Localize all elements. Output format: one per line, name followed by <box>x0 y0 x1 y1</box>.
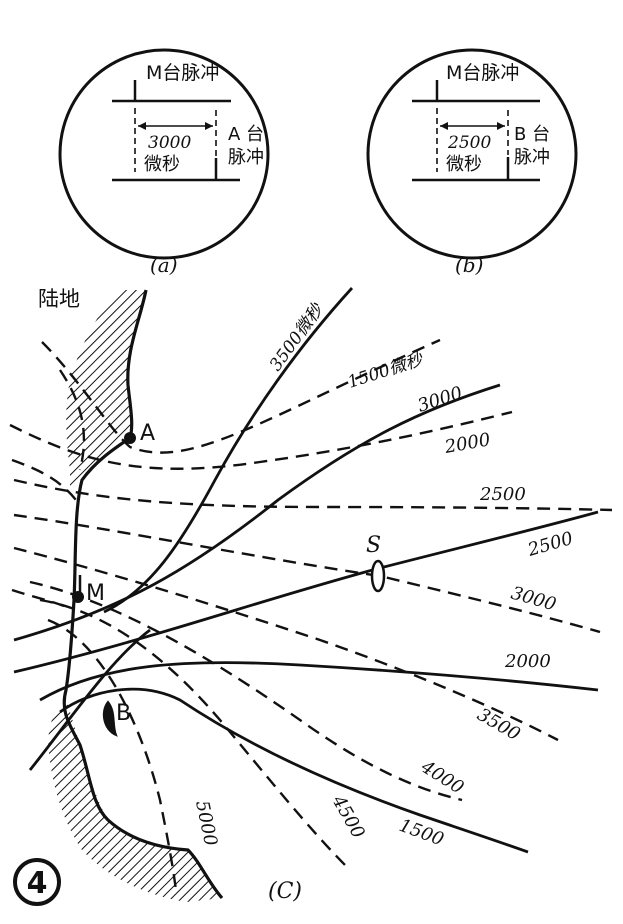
dashed-line-outer-2 <box>11 458 77 501</box>
solid-line-2500 <box>13 510 599 674</box>
dashed-line-3000 <box>13 513 601 634</box>
scope-b-caption: (b) <box>455 253 483 277</box>
scope-a-panel: M台脉冲 3000 微秒 A 台 脉冲 (a) <box>58 48 270 277</box>
scope-b-top-label: M台脉冲 <box>446 62 519 84</box>
figure-number-circle <box>13 858 61 906</box>
scope-a-arrowhead-left <box>138 122 146 130</box>
land-lower-hatch <box>48 700 222 902</box>
land-upper-hatch <box>66 290 146 490</box>
map-panel: 陆地 A M B S 3500微秒 3000 2500 2000 1500 15… <box>9 287 613 904</box>
scope-a-arrowhead-right <box>205 122 213 130</box>
dashed-label-2500: 2500 <box>479 484 526 505</box>
scope-b-arrowhead-right <box>497 122 505 130</box>
dashed-label-4000: 4000 <box>417 756 468 799</box>
figure-number: 4 <box>27 866 48 901</box>
dashed-line-4500 <box>39 598 349 869</box>
scope-b-panel: M台脉冲 2500 微秒 B 台 脉冲 (b) <box>366 48 578 277</box>
solid-line-1500 <box>59 687 529 854</box>
dashed-line-outer-1 <box>59 369 86 471</box>
scope-a-caption: (a) <box>150 253 178 277</box>
dashed-line-3500 <box>13 546 559 742</box>
ship-s-marker <box>370 559 386 593</box>
station-b-label: B <box>116 701 131 726</box>
dashed-label-5000: 5000 <box>191 799 221 848</box>
station-m-marker <box>72 591 84 603</box>
dashed-label-4500: 4500 <box>327 791 369 842</box>
dashed-line-outer-3 <box>11 588 65 608</box>
solid-label-3000: 3000 <box>415 383 465 417</box>
dashed-label-2000: 2000 <box>442 429 492 458</box>
solid-line-3000 <box>13 383 501 642</box>
scope-b-screen <box>366 48 578 260</box>
scope-b-arrowhead-left <box>440 122 448 130</box>
scope-b-side-label-2: 脉冲 <box>514 147 550 168</box>
scope-a-delay-unit: 微秒 <box>144 154 180 175</box>
scope-a-side-label-2: 脉冲 <box>228 147 264 168</box>
dashed-line-2000 <box>9 410 513 470</box>
figure-number-badge: 4 <box>13 858 61 906</box>
station-a-label: A <box>140 421 155 446</box>
solid-label-2000: 2000 <box>504 651 551 672</box>
station-a-marker <box>124 432 136 444</box>
map-caption: (C) <box>268 879 302 904</box>
land-label: 陆地 <box>38 287 80 311</box>
dashed-line-5000 <box>47 618 178 891</box>
scope-a-screen <box>58 48 270 260</box>
station-b-marker <box>102 700 118 737</box>
scope-b-side-label-1: B 台 <box>514 124 550 145</box>
scope-a-side-label-1: A 台 <box>228 124 264 145</box>
solid-label-3500: 3500微秒 <box>266 300 328 375</box>
scope-b-delay-value: 2500 <box>447 133 491 153</box>
scope-b-delay-unit: 微秒 <box>446 154 482 175</box>
dashed-hyperbolas <box>9 338 613 891</box>
ship-s-label: S <box>366 533 381 558</box>
solid-label-2500: 2500 <box>525 528 576 561</box>
station-m-label: M <box>86 581 105 606</box>
scope-a-top-label: M台脉冲 <box>146 62 219 84</box>
dashed-line-4000 <box>29 580 463 802</box>
dashed-line-1500 <box>41 338 441 454</box>
scope-a-delay-value: 3000 <box>148 133 191 153</box>
solid-line-3500 <box>103 287 354 614</box>
dashed-label-1500: 1500微秒 <box>345 350 426 393</box>
